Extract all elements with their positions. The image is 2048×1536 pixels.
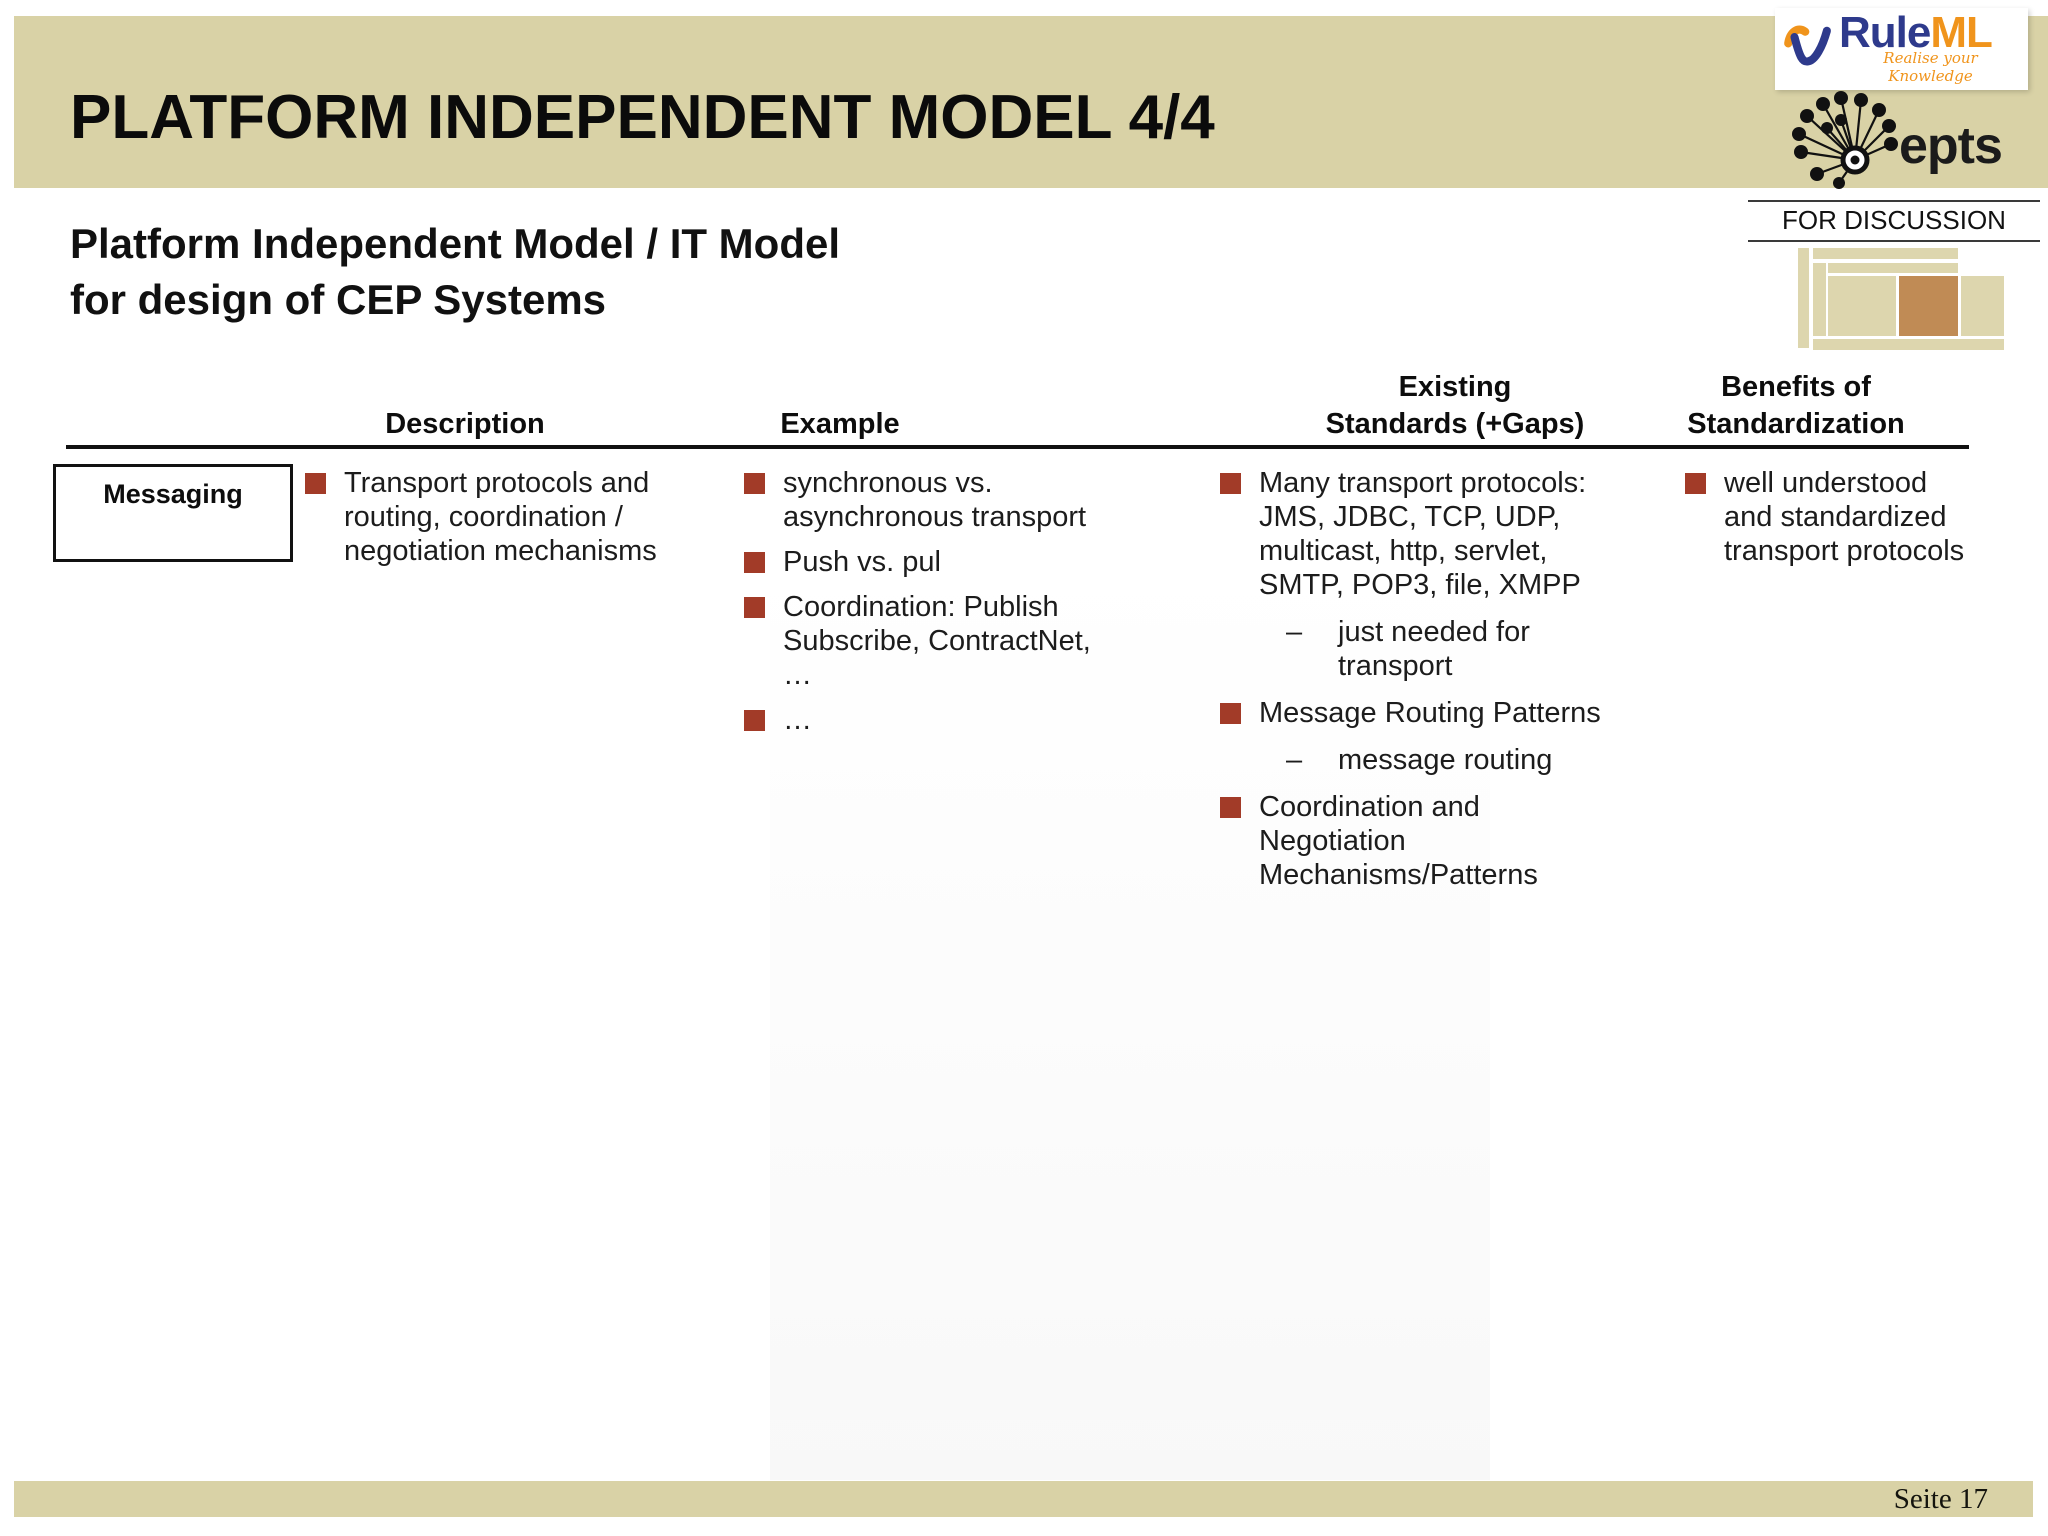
square-bullet-icon bbox=[744, 552, 765, 573]
bullet-text: message routing bbox=[1338, 744, 1553, 776]
row-label-text: Messaging bbox=[103, 479, 243, 509]
thumbnail-right-box bbox=[1961, 276, 2004, 336]
bullet-text: Coordination: Publish Subscribe, Contrac… bbox=[783, 591, 1091, 691]
column-header-description: Description bbox=[385, 408, 545, 440]
square-bullet-icon bbox=[1220, 797, 1241, 818]
square-bullet-icon bbox=[1685, 473, 1706, 494]
column-description: Transport protocols and routing, coordin… bbox=[305, 466, 735, 579]
square-bullet-icon bbox=[1220, 703, 1241, 724]
ruleml-wordmark: RuleML bbox=[1839, 8, 1993, 57]
bullet-text: Push vs. pul bbox=[783, 546, 941, 578]
column-benefits: well understood and standardized transpo… bbox=[1685, 466, 2035, 579]
column-header-existing-standards: Existing Standards (+Gaps) bbox=[1325, 371, 1585, 440]
bullet-item: Coordination: Publish Subscribe, Contrac… bbox=[744, 590, 1154, 692]
dash-bullet-icon: – bbox=[1286, 616, 1303, 648]
slide-subtitle: Platform Independent Model / IT Model fo… bbox=[70, 220, 841, 323]
dash-bullet-icon: – bbox=[1286, 744, 1303, 776]
bullet-item: – message routing bbox=[1220, 743, 1660, 777]
bullet-item: synchronous vs. asynchronous transport bbox=[744, 466, 1154, 534]
bullet-text: well understood and standardized transpo… bbox=[1724, 467, 1965, 567]
bullet-item: Coordination and Negotiation Mechanisms/… bbox=[1220, 790, 1660, 892]
bullet-text: synchronous vs. asynchronous transport bbox=[783, 467, 1087, 533]
layout-thumbnail bbox=[1798, 248, 2004, 350]
bullet-item: – just needed for transport bbox=[1220, 615, 1660, 683]
thumbnail-left-bar bbox=[1798, 248, 1809, 348]
square-bullet-icon bbox=[305, 473, 326, 494]
row-label-messaging: Messaging bbox=[53, 464, 293, 562]
bullet-item: well understood and standardized transpo… bbox=[1685, 466, 2035, 568]
bullet-text: … bbox=[783, 704, 812, 736]
page-number: Seite 17 bbox=[1893, 1483, 1988, 1515]
column-header-example: Example bbox=[780, 408, 900, 440]
for-discussion-stamp: FOR DISCUSSION bbox=[1748, 200, 2040, 242]
bullet-text: just needed for transport bbox=[1338, 616, 1530, 682]
thumbnail-second-bar bbox=[1828, 263, 1958, 273]
square-bullet-icon bbox=[744, 473, 765, 494]
bullet-item: Push vs. pul bbox=[744, 545, 1154, 579]
bullet-item: Message Routing Patterns bbox=[1220, 696, 1660, 730]
thumbnail-highlight-box bbox=[1899, 276, 1958, 336]
epts-network-icon bbox=[1783, 90, 1905, 195]
bullet-text: Many transport protocols: JMS, JDBC, TCP… bbox=[1259, 467, 1587, 601]
thumbnail-left-box bbox=[1828, 276, 1896, 336]
column-header-benefits: Benefits of Standardization bbox=[1687, 371, 1905, 440]
header-divider-line bbox=[66, 445, 1969, 449]
bullet-item: Transport protocols and routing, coordin… bbox=[305, 466, 735, 568]
square-bullet-icon bbox=[744, 710, 765, 731]
bullet-text: Transport protocols and routing, coordin… bbox=[344, 467, 657, 567]
bullet-text: Message Routing Patterns bbox=[1259, 697, 1601, 729]
thumbnail-top-bar bbox=[1813, 248, 1958, 259]
ruleml-swoosh-icon bbox=[1781, 19, 1835, 80]
column-existing-standards: Many transport protocols: JMS, JDBC, TCP… bbox=[1220, 466, 1660, 903]
page-title: PLATFORM INDEPENDENT MODEL 4/4 bbox=[70, 83, 1215, 152]
ruleml-logo: RuleML Realise your Knowledge bbox=[1775, 8, 2028, 90]
bullet-text: Coordination and Negotiation Mechanisms/… bbox=[1259, 791, 1538, 891]
thumbnail-inner-strip bbox=[1813, 263, 1826, 336]
footer-band: Seite 17 bbox=[14, 1481, 2033, 1517]
epts-logo: epts bbox=[1783, 90, 2033, 195]
bullet-item: … bbox=[744, 703, 1154, 737]
epts-wordmark: epts bbox=[1899, 117, 2003, 175]
title-band bbox=[14, 16, 2048, 188]
square-bullet-icon bbox=[744, 597, 765, 618]
bullet-item: Many transport protocols: JMS, JDBC, TCP… bbox=[1220, 466, 1660, 602]
thumbnail-bottom-bar bbox=[1813, 339, 2004, 350]
square-bullet-icon bbox=[1220, 473, 1241, 494]
ruleml-tagline: Realise your Knowledge bbox=[1883, 49, 1978, 85]
